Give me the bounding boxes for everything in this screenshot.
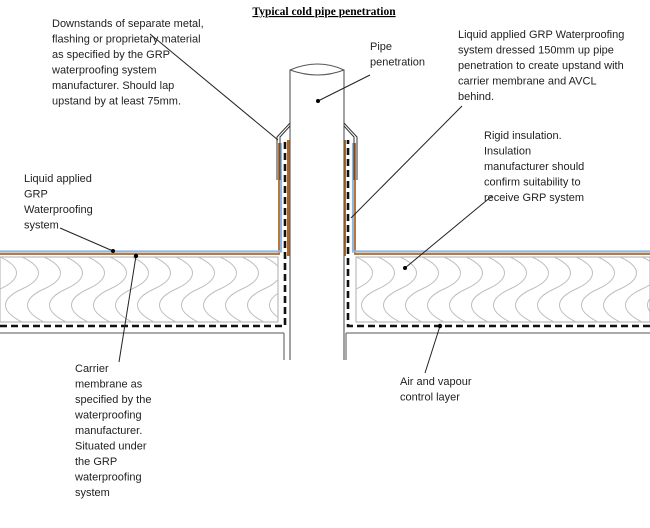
rigid-insulation-line: manufacturer should xyxy=(484,161,584,173)
insulation-hatch xyxy=(115,257,149,322)
carrier-membrane-line: the GRP xyxy=(75,456,117,468)
carrier-membrane-line: membrane as xyxy=(75,379,143,391)
pipe xyxy=(289,63,345,360)
carrier-membrane-line: waterproofing xyxy=(74,410,142,422)
insulation-right xyxy=(355,256,650,323)
insulation-hatch xyxy=(581,257,615,322)
insulation-hatch xyxy=(405,257,439,322)
insulation-hatch xyxy=(427,257,461,322)
marker-avcl xyxy=(437,323,443,329)
insulation-hatch xyxy=(603,257,637,322)
downstands-line: flashing or proprietary material xyxy=(52,34,201,46)
insulation-hatch xyxy=(559,257,593,322)
leader-liquid-upstand xyxy=(350,105,463,219)
label-carrier-membrane: Carrier membrane as specified by the waterp… xyxy=(74,363,151,499)
carrier-membrane-line: Carrier xyxy=(75,363,109,375)
label-avcl: Air and vapour control layer xyxy=(400,376,472,404)
insulation-hatch xyxy=(71,257,105,322)
label-pipe-penetration: Pipe penetration xyxy=(370,41,425,69)
insulation-hatch xyxy=(356,257,373,322)
insulation-hatch xyxy=(5,257,39,322)
insulation-hatch xyxy=(537,257,571,322)
insulation-hatch xyxy=(93,257,127,322)
label-rigid-insulation: Rigid insulation. Insulation manufacturer … xyxy=(484,130,584,204)
leader-avcl xyxy=(424,325,441,374)
leader-lines xyxy=(59,33,493,374)
downstands-line: manufacturer. Should lap xyxy=(52,80,174,92)
leader-pipe xyxy=(316,74,371,103)
insulation-hatch xyxy=(159,257,193,322)
grp-waterproofing xyxy=(0,143,650,253)
liquid-upstand-line: system dressed 150mm up pipe xyxy=(458,45,614,57)
leader-insulation xyxy=(403,195,493,270)
insulation-hatch xyxy=(27,257,61,322)
liquid-applied-line: Waterproofing xyxy=(24,204,93,216)
carrier-membrane-line: waterproofing xyxy=(74,472,142,484)
rigid-insulation-line: Insulation xyxy=(484,146,531,158)
liquid-applied-line: Liquid applied xyxy=(24,173,92,185)
downstands-line: waterproofing system xyxy=(51,65,157,77)
leader-downstands xyxy=(149,33,279,141)
insulation-left xyxy=(0,256,279,323)
leader-liquid-applied xyxy=(59,227,115,253)
pipe-line: Pipe xyxy=(370,41,392,53)
leader-carrier xyxy=(118,255,137,363)
liquid-upstand-line: penetration to create upstand with xyxy=(458,60,624,72)
liquid-applied-line: GRP xyxy=(24,189,48,201)
liquid-upstand-line: behind. xyxy=(458,91,494,103)
downstands-line: upstand by at least 75mm. xyxy=(52,96,181,108)
insulation-hatch xyxy=(361,257,395,322)
insulation-hatch xyxy=(383,257,417,322)
insulation-hatch xyxy=(181,257,215,322)
avcl-line: Air and vapour xyxy=(400,376,472,388)
carrier-membrane-line: system xyxy=(75,487,110,499)
insulation-hatch xyxy=(471,257,505,322)
insulation-hatch xyxy=(0,257,17,322)
carrier-membrane-line: specified by the xyxy=(75,394,151,406)
insulation-hatch xyxy=(493,257,527,322)
avcl-layer xyxy=(0,140,650,328)
insulation-hatch xyxy=(625,257,650,322)
liquid-upstand-line: Liquid applied GRP Waterproofing xyxy=(458,29,624,41)
diagram-title: Typical cold pipe penetration xyxy=(252,6,396,18)
insulation-hatch xyxy=(515,257,549,322)
avcl-line: control layer xyxy=(400,392,460,404)
carrier-membrane-line: manufacturer. xyxy=(75,425,142,437)
insulation-hatch xyxy=(247,257,278,322)
insulation-hatch xyxy=(137,257,171,322)
liquid-applied-line: system xyxy=(24,220,59,232)
marker-carrier xyxy=(133,253,139,259)
insulation-hatch xyxy=(449,257,483,322)
insulation-hatch xyxy=(225,257,259,322)
insulation-hatch xyxy=(49,257,83,322)
rigid-insulation-line: receive GRP system xyxy=(484,192,584,204)
pipe-line: penetration xyxy=(370,57,425,69)
insulation-hatch xyxy=(203,257,237,322)
rigid-insulation-line: confirm suitability to xyxy=(484,177,581,189)
downstands-line: as specified by the GRP xyxy=(52,49,170,61)
downstands-line: Downstands of separate metal, xyxy=(52,18,204,30)
downstand-flashings xyxy=(276,122,358,180)
rigid-insulation-line: Rigid insulation. xyxy=(484,130,562,142)
insulation-hatch xyxy=(269,292,278,318)
label-liquid-upstand: Liquid applied GRP Waterproofing system d… xyxy=(458,29,624,103)
label-downstands: Downstands of separate metal, flashing or… xyxy=(51,18,204,108)
liquid-upstand-line: carrier membrane and AVCL xyxy=(458,76,597,88)
carrier-membrane-line: Situated under xyxy=(75,441,147,453)
